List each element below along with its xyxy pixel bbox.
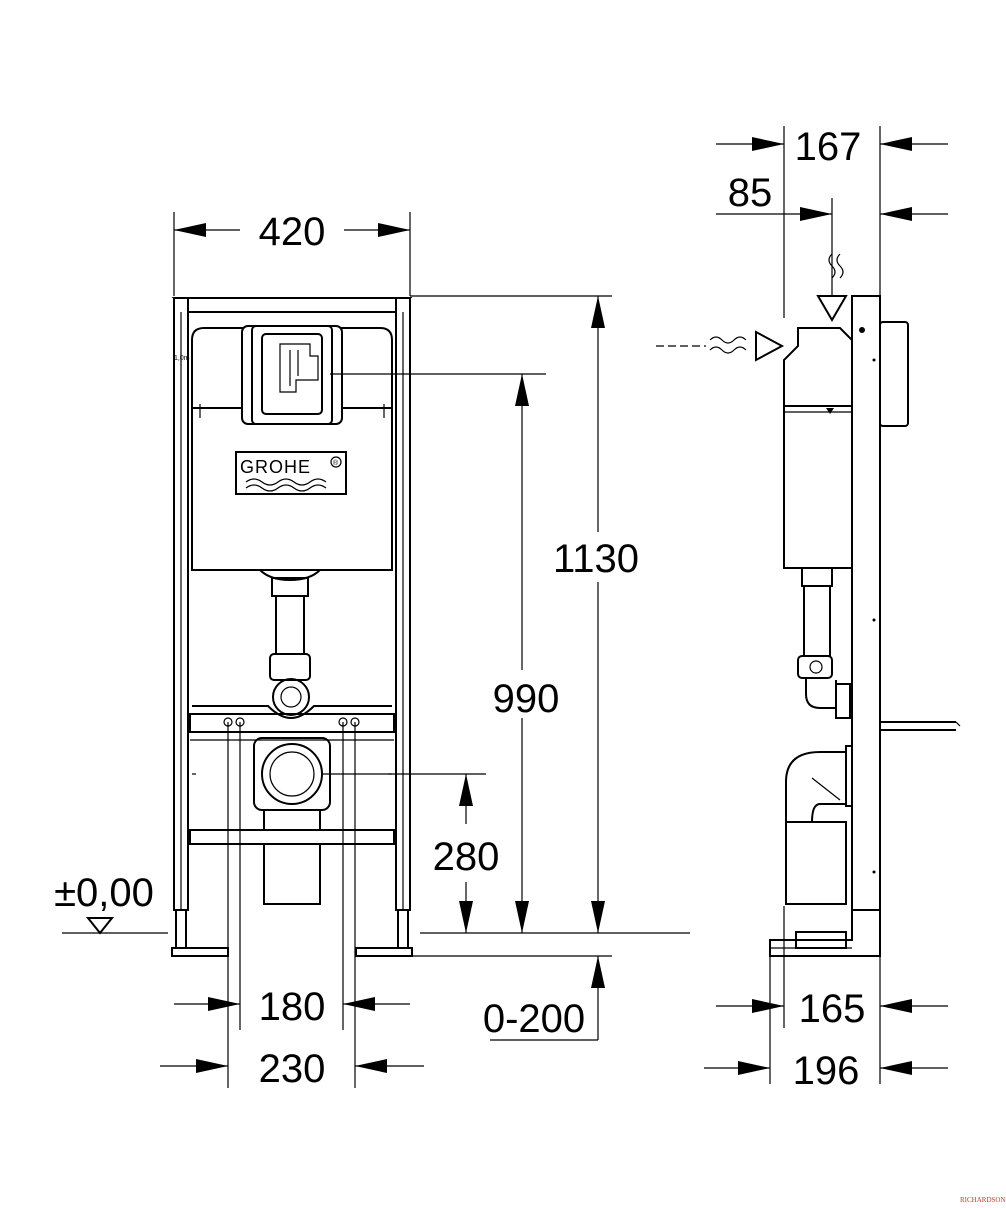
watermark: RICHARDSON: [960, 1196, 1006, 1204]
side-cistern-body: [783, 405, 853, 569]
side-drain-elbow: [785, 751, 847, 823]
water-inlet-side-icon: [709, 336, 747, 344]
side-view: 167 85: [656, 125, 961, 1093]
right-foot: [355, 947, 413, 957]
side-cistern-top: [783, 327, 853, 407]
depth-196-label: 196: [793, 1049, 860, 1093]
depth-85-label: 85: [728, 171, 773, 215]
width-dimension-label: 420: [259, 210, 326, 254]
actuator-frame: [241, 325, 343, 425]
mounting-bar: [189, 713, 395, 733]
depth-165-label: 165: [799, 987, 866, 1031]
feet-230-label: 230: [259, 1047, 326, 1091]
height-1130-label: 1130: [553, 537, 639, 581]
frame-top-beam: [171, 297, 413, 313]
drain-connector: [253, 737, 331, 811]
floor-level-label: ±0,00: [54, 871, 154, 915]
small-label: 1,0m: [174, 355, 190, 362]
front-view: 420 1,0m GROHE: [54, 210, 690, 1091]
height-280-label: 280: [433, 835, 500, 879]
feet-180-label: 180: [259, 985, 326, 1029]
cistern-body: [191, 407, 393, 571]
cistern-top: [191, 327, 393, 409]
left-foot: [171, 947, 229, 957]
height-990-label: 990: [493, 677, 560, 721]
brand-logo: GROHE ®: [235, 451, 347, 495]
svg-text:GROHE: GROHE: [240, 457, 311, 477]
svg-text:®: ®: [333, 459, 339, 467]
depth-167-label: 167: [795, 125, 862, 169]
floor-level-icon: [85, 917, 115, 935]
side-frame-post: [851, 295, 881, 911]
side-drain-pipe: [785, 821, 847, 905]
water-inlet-top-icon: [828, 253, 836, 279]
adjust-range-label: 0-200: [483, 997, 585, 1041]
